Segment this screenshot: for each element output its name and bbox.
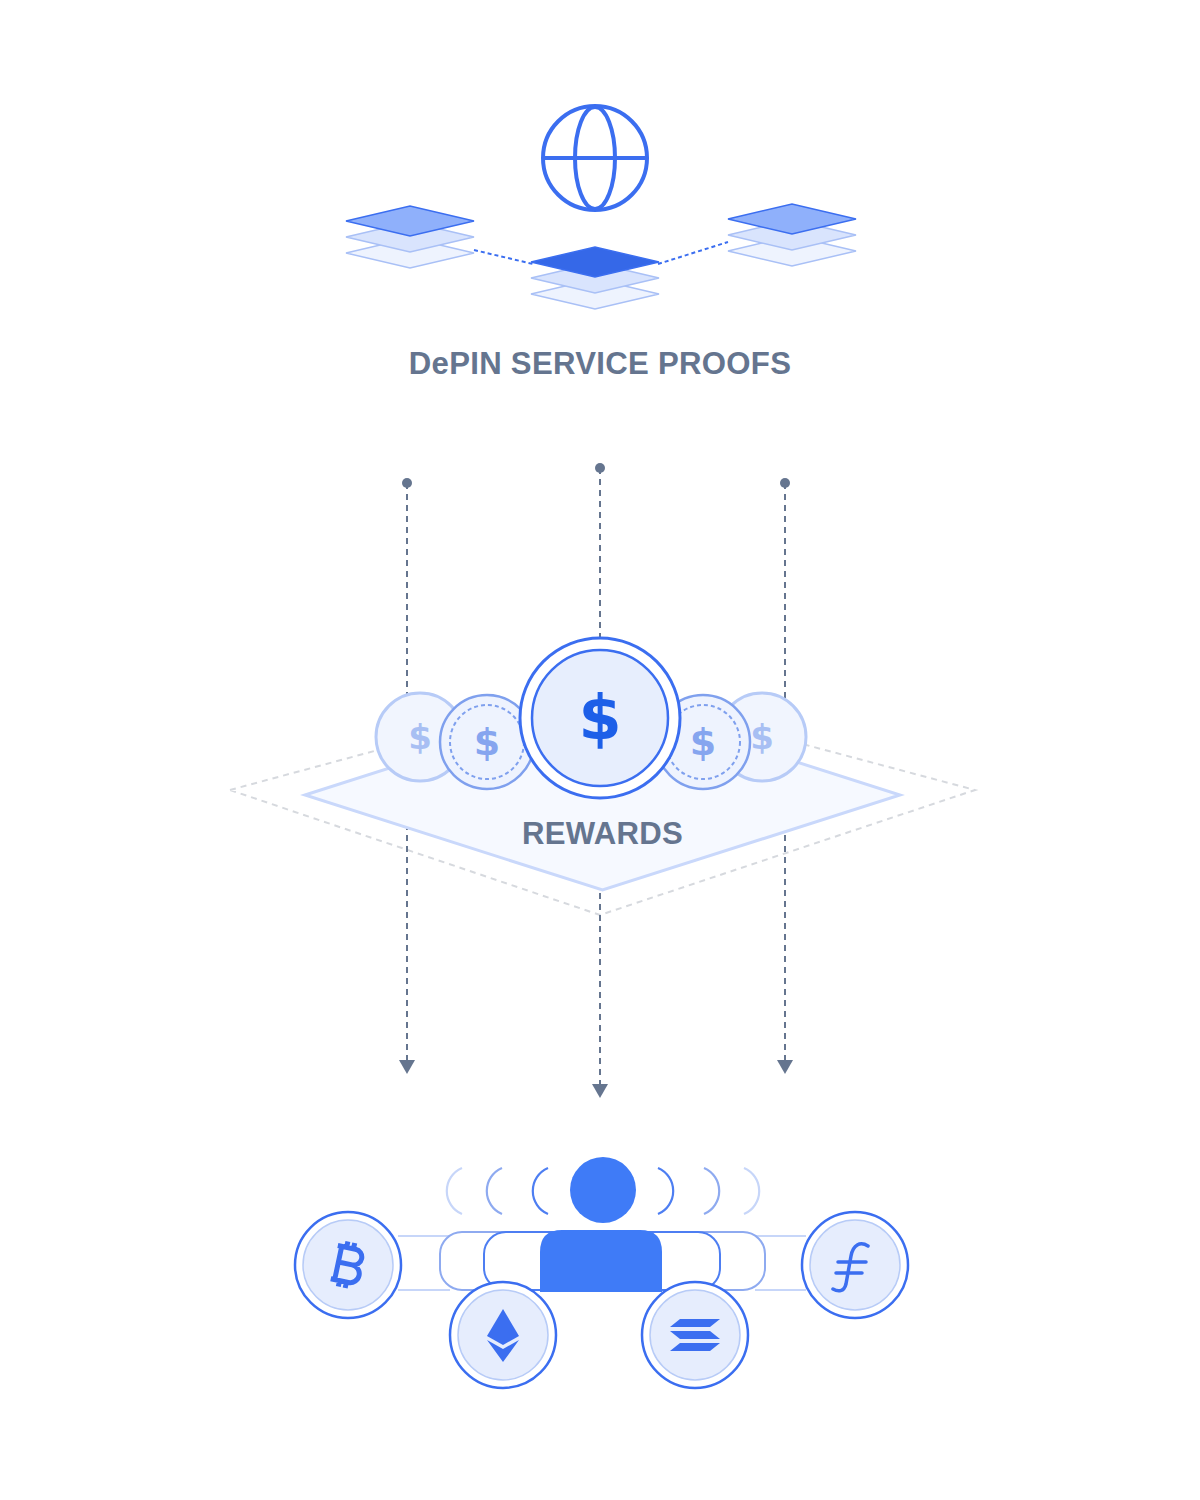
coin-icon (520, 638, 680, 798)
coin-icon (532, 650, 668, 786)
echo-bracket (704, 1168, 719, 1214)
bitcoin-coin (295, 1212, 401, 1318)
link-line (398, 1235, 450, 1237)
echo-bracket (447, 1168, 462, 1214)
dashed-link (658, 242, 728, 264)
globe-line (543, 156, 647, 160)
globe-icon (543, 106, 647, 210)
filecoin-coin (802, 1212, 908, 1318)
flow-dot (402, 478, 412, 488)
link-line (755, 1289, 806, 1291)
dollar-sign: $ (474, 723, 500, 761)
link-line (755, 1235, 806, 1237)
proofs-group: DePIN SERVICE PROOFS (300, 330, 900, 468)
ethereum-coin (450, 1282, 556, 1388)
dollar-sign: $ (750, 720, 774, 754)
dollar-sign: $ (690, 723, 716, 761)
dollar-sign: $ (578, 687, 621, 749)
echo-bracket (487, 1168, 502, 1214)
arrowhead (399, 1060, 415, 1074)
flow-dot (780, 478, 790, 488)
echo-bracket (533, 1168, 548, 1214)
arrowhead (592, 1084, 608, 1098)
layer-plate (346, 206, 474, 236)
person-body (540, 1230, 662, 1292)
globe-meridian (575, 107, 615, 209)
flow-dot (595, 463, 605, 473)
layer-plate (728, 204, 856, 234)
arrowhead (777, 1060, 793, 1074)
solana-coin (642, 1282, 748, 1388)
dashed-link (474, 250, 533, 264)
flow-line (599, 893, 601, 1088)
echo-bracket (744, 1168, 759, 1214)
node-label: REWARDS (305, 816, 900, 852)
dollar-sign: $ (408, 720, 432, 754)
echo-bracket (658, 1168, 673, 1214)
layer-plate (531, 247, 659, 277)
node-label: DePIN SERVICE PROOFS (300, 346, 900, 382)
person-head (570, 1157, 636, 1223)
link-line (398, 1289, 450, 1291)
